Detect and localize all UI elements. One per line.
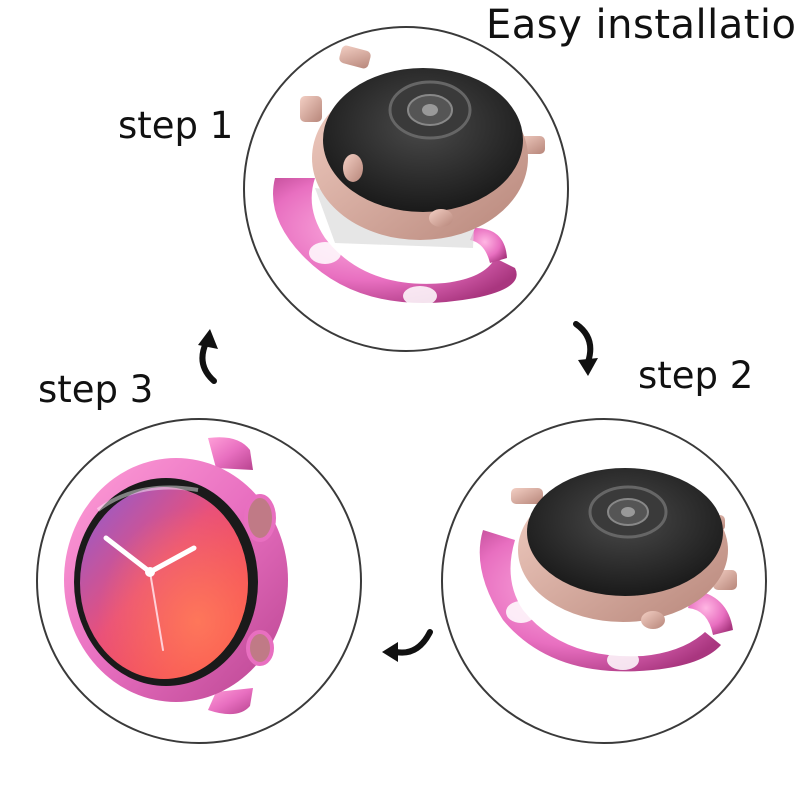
step-2-image: [441, 418, 767, 744]
step-3-label: step 3: [38, 368, 154, 411]
step-2-label: step 2: [638, 354, 754, 397]
curved-arrow-icon: [573, 321, 598, 376]
step-1-label: step 1: [118, 104, 234, 147]
pink-case: [273, 178, 517, 306]
step-1-image: [243, 26, 569, 352]
curved-arrow-icon: [198, 329, 218, 384]
pink-case: [479, 530, 733, 672]
step-3-image: [36, 418, 362, 744]
curved-arrow-icon: [382, 629, 433, 662]
page-title: Easy installation: [486, 2, 800, 48]
